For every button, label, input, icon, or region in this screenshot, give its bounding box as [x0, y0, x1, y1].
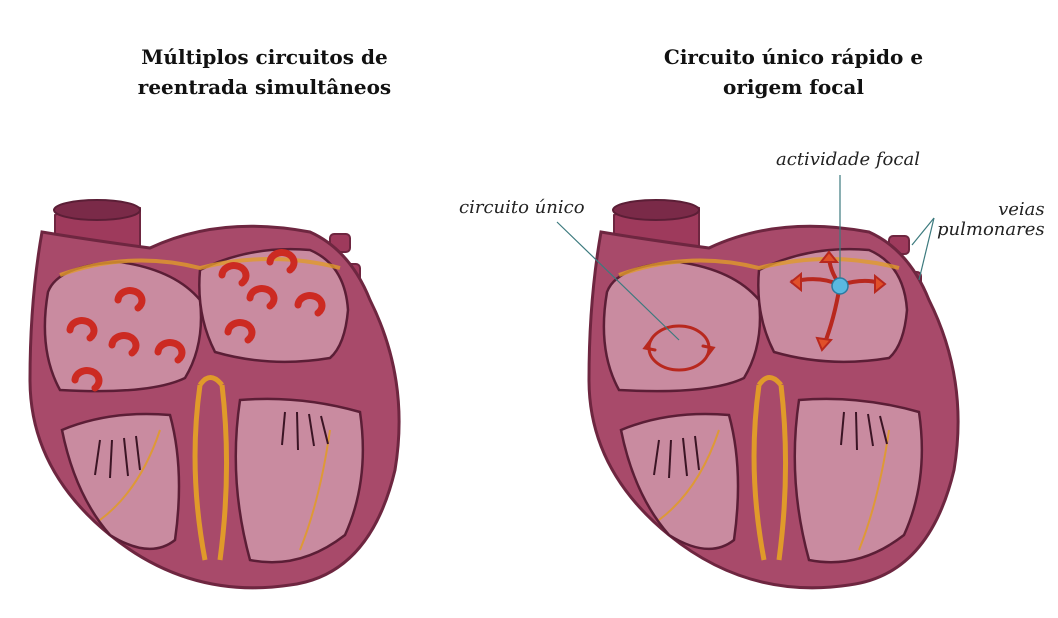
label-single-circuit: circuito único	[459, 198, 585, 218]
left-ventricle-chamber	[621, 414, 738, 549]
right-panel: Circuito único rápido e origem focal	[529, 0, 1058, 618]
label-focal-activity: actividade focal	[776, 150, 920, 170]
heart-diagram-multiple-reentry	[0, 0, 529, 618]
label-pulmonary-veins-line2: pulmonares	[937, 220, 1045, 240]
left-panel: Múltiplos circuitos de reentrada simultâ…	[0, 0, 529, 618]
focal-point-icon	[832, 278, 848, 294]
left-ventricle-chamber	[62, 414, 179, 549]
label-pulmonary-veins-line1: veias	[937, 200, 1045, 220]
heart-diagram-single-circuit-focal	[529, 0, 1058, 618]
label-pulmonary-veins: veias pulmonares	[937, 200, 1045, 240]
